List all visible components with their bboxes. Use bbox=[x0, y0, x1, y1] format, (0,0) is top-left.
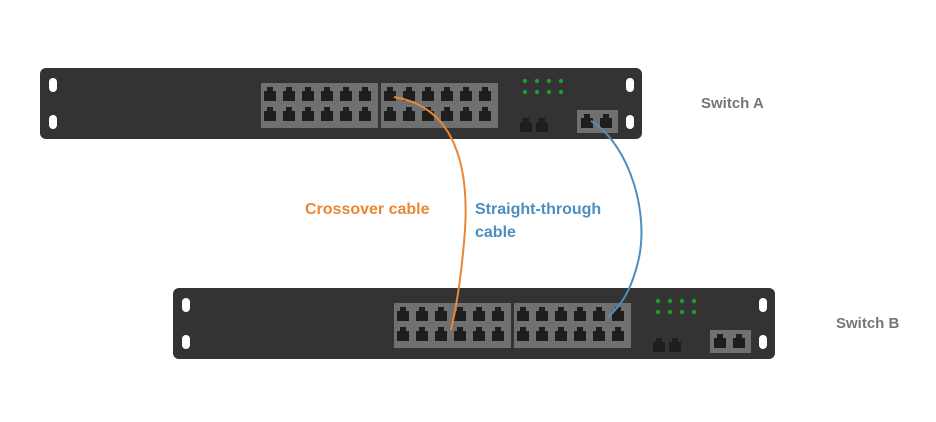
ethernet-port bbox=[403, 107, 415, 121]
ethernet-port bbox=[264, 87, 276, 101]
uplink-port bbox=[520, 118, 532, 132]
ethernet-port bbox=[441, 107, 453, 121]
status-led bbox=[558, 78, 564, 84]
straight-through-cable bbox=[590, 120, 643, 319]
port-block bbox=[514, 303, 631, 348]
ethernet-port bbox=[536, 307, 548, 321]
uplink-port bbox=[581, 114, 593, 128]
ethernet-port bbox=[321, 107, 333, 121]
mount-hole bbox=[626, 115, 634, 129]
ethernet-port bbox=[340, 107, 352, 121]
mount-hole bbox=[182, 298, 190, 312]
ethernet-port bbox=[492, 307, 504, 321]
ethernet-port bbox=[435, 327, 447, 341]
ethernet-port bbox=[283, 87, 295, 101]
mount-hole bbox=[626, 78, 634, 92]
status-led bbox=[667, 309, 673, 315]
ethernet-port bbox=[492, 327, 504, 341]
ethernet-port bbox=[397, 327, 409, 341]
ethernet-port bbox=[416, 327, 428, 341]
uplink-port bbox=[600, 114, 612, 128]
status-led bbox=[534, 78, 540, 84]
ethernet-port bbox=[302, 87, 314, 101]
ethernet-port bbox=[441, 87, 453, 101]
mount-hole bbox=[49, 115, 57, 129]
mount-hole bbox=[49, 78, 57, 92]
switch-a bbox=[40, 68, 642, 139]
status-led bbox=[679, 298, 685, 304]
ethernet-port bbox=[422, 87, 434, 101]
status-led bbox=[558, 89, 564, 95]
ethernet-port bbox=[555, 307, 567, 321]
ethernet-port bbox=[574, 327, 586, 341]
uplink-port bbox=[669, 338, 681, 352]
ethernet-port bbox=[403, 87, 415, 101]
mount-hole bbox=[759, 298, 767, 312]
ethernet-port bbox=[422, 107, 434, 121]
ethernet-port bbox=[460, 107, 472, 121]
mount-hole bbox=[182, 335, 190, 349]
ethernet-port bbox=[536, 327, 548, 341]
ethernet-port bbox=[612, 327, 624, 341]
ethernet-port bbox=[473, 307, 485, 321]
status-led bbox=[679, 309, 685, 315]
ethernet-port bbox=[555, 327, 567, 341]
status-led bbox=[522, 89, 528, 95]
switch-b bbox=[173, 288, 775, 359]
ethernet-port bbox=[517, 327, 529, 341]
switch-a-label: Switch A bbox=[701, 95, 764, 112]
status-led bbox=[691, 298, 697, 304]
crossover-cable-label: Crossover cable bbox=[305, 201, 430, 218]
ethernet-port bbox=[593, 307, 605, 321]
ethernet-port bbox=[359, 87, 371, 101]
status-led bbox=[655, 298, 661, 304]
uplink-port bbox=[714, 334, 726, 348]
straight-through-label-line1: Straight-through bbox=[475, 201, 602, 218]
ethernet-port bbox=[302, 107, 314, 121]
ethernet-port bbox=[574, 307, 586, 321]
straight-through-label-line2: cable bbox=[475, 224, 516, 241]
ethernet-port bbox=[384, 87, 396, 101]
status-led bbox=[667, 298, 673, 304]
status-led bbox=[691, 309, 697, 315]
ethernet-port bbox=[359, 107, 371, 121]
ethernet-port bbox=[384, 107, 396, 121]
ethernet-port bbox=[517, 307, 529, 321]
ethernet-port bbox=[416, 307, 428, 321]
uplink-port bbox=[536, 118, 548, 132]
crossover-cable bbox=[393, 96, 467, 331]
ethernet-port bbox=[593, 327, 605, 341]
ethernet-port bbox=[264, 107, 276, 121]
straight-through-cable-label: Straight-through cable bbox=[475, 198, 625, 244]
port-block bbox=[261, 83, 378, 128]
ethernet-port bbox=[454, 327, 466, 341]
ethernet-port bbox=[479, 87, 491, 101]
ethernet-port bbox=[454, 307, 466, 321]
uplink-port bbox=[733, 334, 745, 348]
ethernet-port bbox=[460, 87, 472, 101]
ethernet-port bbox=[397, 307, 409, 321]
ethernet-port bbox=[340, 87, 352, 101]
status-led bbox=[534, 89, 540, 95]
ethernet-port bbox=[473, 327, 485, 341]
mount-hole bbox=[759, 335, 767, 349]
status-led bbox=[655, 309, 661, 315]
status-led bbox=[546, 89, 552, 95]
ethernet-port bbox=[321, 87, 333, 101]
status-led bbox=[546, 78, 552, 84]
ethernet-port bbox=[479, 107, 491, 121]
ethernet-port bbox=[283, 107, 295, 121]
status-led bbox=[522, 78, 528, 84]
ethernet-port bbox=[435, 307, 447, 321]
uplink-port bbox=[653, 338, 665, 352]
switch-b-label: Switch B bbox=[836, 315, 900, 332]
